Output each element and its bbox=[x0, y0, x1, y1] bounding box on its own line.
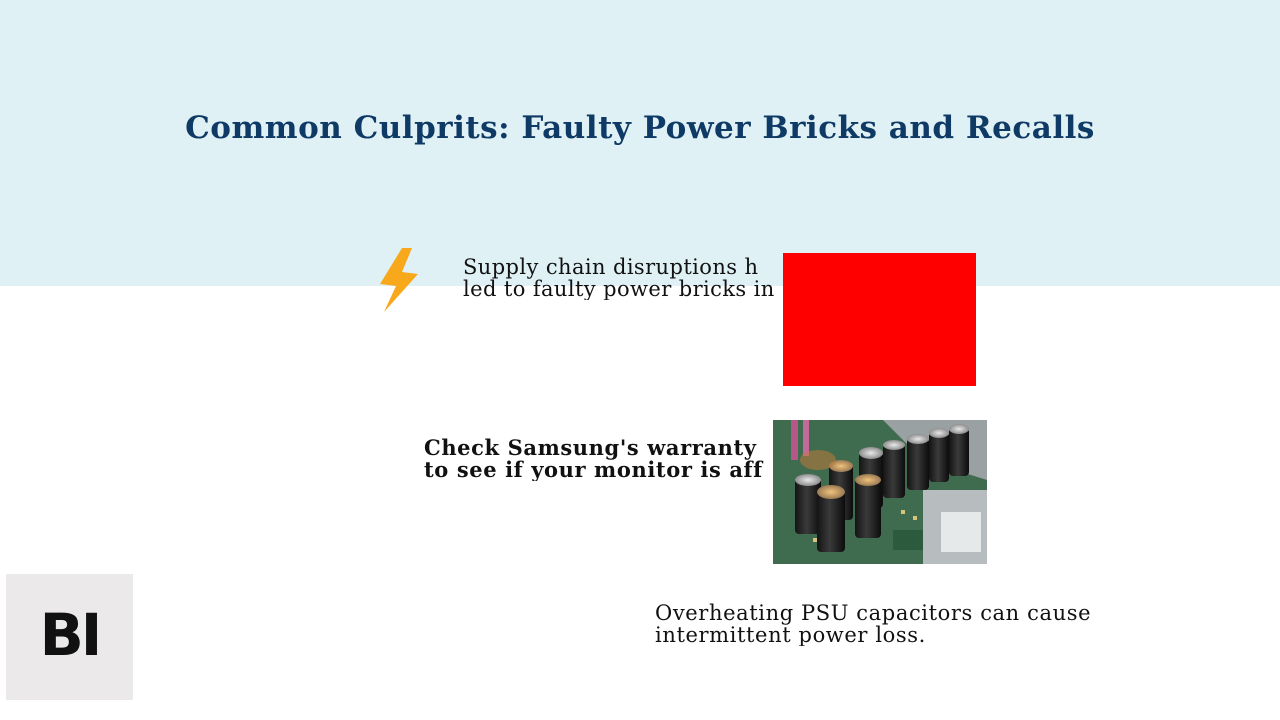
capacitor-point: Overheating PSU capacitors can cause int… bbox=[655, 602, 1125, 646]
bi-logo: BI bbox=[6, 574, 133, 700]
slide-title: Common Culprits: Faulty Power Bricks and… bbox=[185, 110, 1095, 146]
point-line: intermittent power loss. bbox=[655, 623, 926, 646]
circuit-board-capacitors-image bbox=[773, 420, 987, 564]
header-band bbox=[0, 0, 1280, 286]
logo-text: BI bbox=[39, 601, 103, 669]
supply-chain-point: Supply chain disruptions h led to faulty… bbox=[463, 256, 793, 300]
lightning-bolt-icon bbox=[380, 248, 418, 312]
point-line: Supply chain disruptions h bbox=[463, 256, 759, 279]
warranty-point: Check Samsung's warranty to see if your … bbox=[424, 437, 784, 481]
point-line: Check Samsung's warranty bbox=[424, 437, 757, 460]
point-line: to see if your monitor is aff bbox=[424, 457, 763, 481]
point-line: led to faulty power bricks in bbox=[463, 277, 775, 300]
point-line: Overheating PSU capacitors can cause bbox=[655, 602, 1092, 625]
red-image-placeholder bbox=[783, 253, 976, 386]
